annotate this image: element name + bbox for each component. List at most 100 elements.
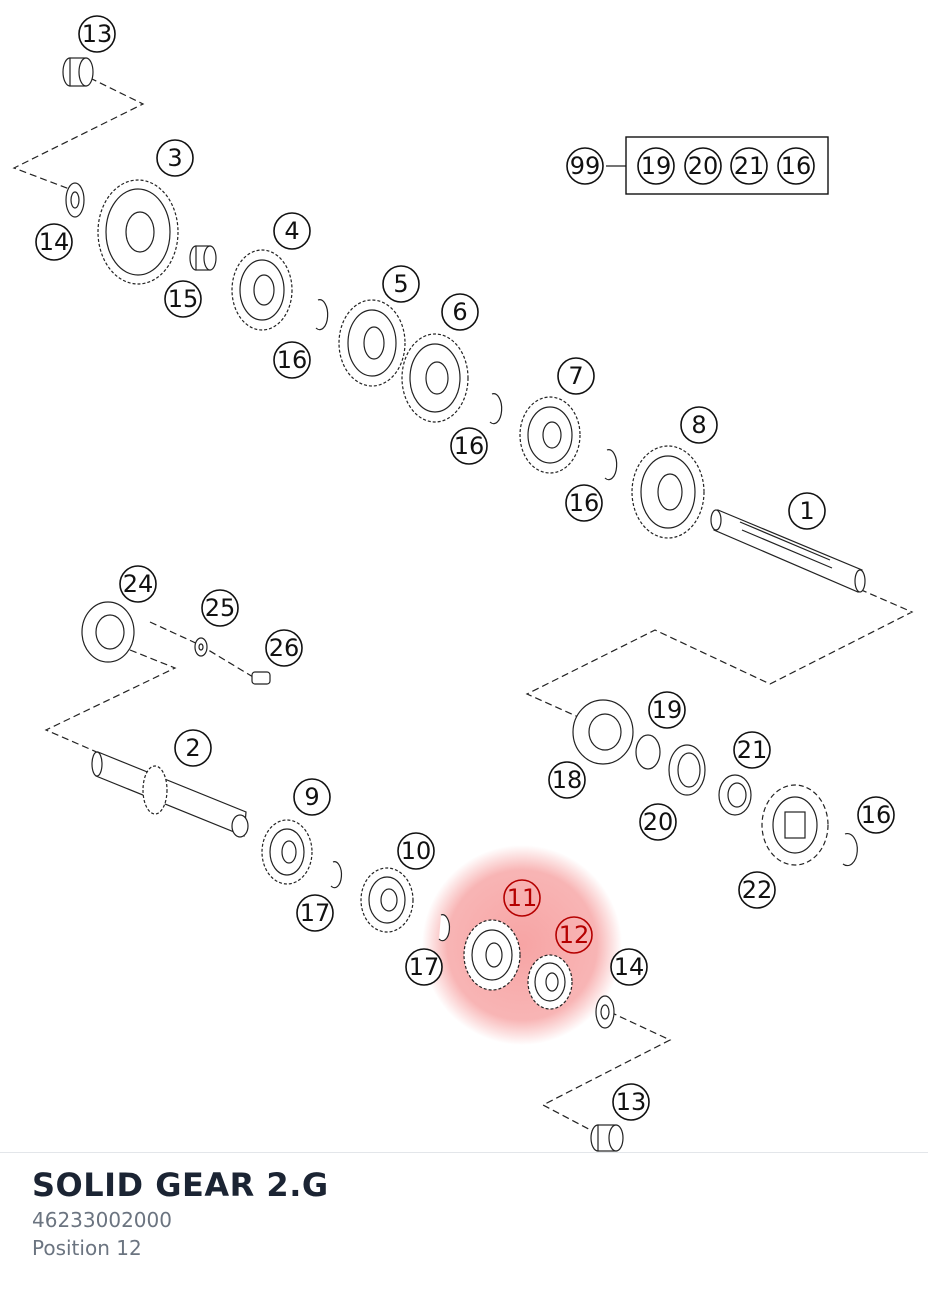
gear-7 (519, 396, 581, 474)
callout-20-kit[interactable]: 20 (684, 147, 722, 185)
svg-text:16: 16 (569, 489, 600, 517)
callout-20[interactable]: 20 (639, 803, 677, 841)
callout-16-d[interactable]: 16 (857, 796, 895, 834)
spacer-21 (718, 774, 752, 816)
circlip-16-c (604, 449, 618, 481)
callout-18[interactable]: 18 (548, 761, 586, 799)
main-shaft-1 (710, 509, 866, 593)
svg-text:5: 5 (393, 270, 408, 298)
callout-5[interactable]: 5 (382, 265, 420, 303)
callout-14-bottom[interactable]: 14 (610, 948, 648, 986)
callout-8[interactable]: 8 (680, 406, 718, 444)
callout-19-kit[interactable]: 19 (637, 147, 675, 185)
svg-text:2: 2 (185, 734, 200, 762)
callout-labels: 99 19 20 21 16 13 3 14 15 4 16 5 6 16 7 … (35, 15, 895, 1121)
svg-text:10: 10 (401, 837, 432, 865)
callout-24[interactable]: 24 (119, 565, 157, 603)
svg-text:13: 13 (616, 1088, 647, 1116)
callout-16-kit[interactable]: 16 (777, 147, 815, 185)
thrust-washer-14-bottom (595, 995, 615, 1029)
washer-25 (194, 637, 208, 657)
svg-text:16: 16 (277, 346, 308, 374)
needle-bearing-13-top (62, 57, 94, 87)
callout-99[interactable]: 99 (566, 147, 604, 185)
o-ring-19 (635, 734, 661, 770)
part-position: Position 12 (32, 1236, 142, 1260)
callout-12[interactable]: 12 (555, 916, 593, 954)
svg-text:19: 19 (641, 152, 672, 180)
ball-bearing-18 (572, 699, 634, 765)
callout-17-a[interactable]: 17 (296, 894, 334, 932)
callout-6[interactable]: 6 (441, 293, 479, 331)
callout-4[interactable]: 4 (273, 212, 311, 250)
svg-text:25: 25 (205, 594, 236, 622)
screw-26 (251, 671, 271, 685)
callout-3[interactable]: 3 (156, 139, 194, 177)
svg-text:4: 4 (284, 217, 299, 245)
svg-text:26: 26 (269, 634, 300, 662)
gear-10 (360, 867, 414, 933)
svg-text:20: 20 (643, 808, 674, 836)
callout-21[interactable]: 21 (733, 731, 771, 769)
svg-text:11: 11 (507, 884, 538, 912)
gear-5 (338, 299, 406, 387)
part-info-panel: SOLID GEAR 2.G 46233002000 Position 12 (32, 1166, 329, 1260)
callout-22[interactable]: 22 (738, 871, 776, 909)
circlip-16-d (842, 832, 858, 867)
svg-text:21: 21 (734, 152, 765, 180)
sprocket-22 (761, 784, 829, 866)
svg-text:18: 18 (552, 766, 583, 794)
part-title: SOLID GEAR 2.G (32, 1166, 329, 1204)
svg-text:16: 16 (861, 801, 892, 829)
ball-bearing-24 (81, 601, 135, 663)
needle-bearing-13-bottom (590, 1124, 624, 1152)
svg-text:6: 6 (452, 298, 467, 326)
callout-26[interactable]: 26 (265, 629, 303, 667)
diagram-canvas: 99 19 20 21 16 13 3 14 15 4 16 5 6 16 7 … (12, 15, 914, 1152)
gear-3 (97, 179, 179, 285)
gear-9 (261, 819, 313, 885)
callout-16-a[interactable]: 16 (273, 341, 311, 379)
callout-15[interactable]: 15 (164, 280, 202, 318)
part-number: 46233002000 (32, 1208, 172, 1232)
svg-text:15: 15 (168, 285, 199, 313)
thrust-washer-14-top (65, 182, 85, 218)
callout-7[interactable]: 7 (557, 357, 595, 395)
callout-25[interactable]: 25 (201, 589, 239, 627)
callout-13-bottom[interactable]: 13 (612, 1083, 650, 1121)
svg-text:3: 3 (167, 144, 182, 172)
svg-text:7: 7 (568, 362, 583, 390)
callout-17-b[interactable]: 17 (405, 948, 443, 986)
highlight-area (422, 845, 622, 1045)
callout-19[interactable]: 19 (648, 691, 686, 729)
callout-16-b[interactable]: 16 (450, 427, 488, 465)
svg-text:99: 99 (570, 152, 601, 180)
callout-10[interactable]: 10 (397, 832, 435, 870)
callout-21-kit[interactable]: 21 (730, 147, 768, 185)
gear-11 (463, 919, 521, 991)
circlip-16-a (315, 299, 329, 331)
svg-text:1: 1 (799, 497, 814, 525)
leader-lines (12, 77, 914, 1136)
callout-2[interactable]: 2 (174, 729, 212, 767)
svg-text:8: 8 (691, 411, 706, 439)
svg-text:21: 21 (737, 736, 768, 764)
svg-text:17: 17 (300, 899, 331, 927)
gear-4 (231, 249, 293, 331)
svg-text:14: 14 (614, 953, 645, 981)
callout-13-top[interactable]: 13 (78, 15, 116, 53)
callout-9[interactable]: 9 (293, 778, 331, 816)
bushing-15 (189, 245, 217, 271)
shaft-seal-20 (668, 744, 706, 796)
gear-6 (401, 333, 469, 423)
svg-text:14: 14 (39, 228, 70, 256)
callout-11[interactable]: 11 (503, 879, 541, 917)
gear-8 (631, 445, 705, 539)
circlip-16-b (489, 393, 503, 425)
callout-14-top[interactable]: 14 (35, 223, 73, 261)
callout-16-c[interactable]: 16 (565, 484, 603, 522)
svg-text:13: 13 (82, 20, 113, 48)
exploded-parts-diagram: 99 19 20 21 16 13 3 14 15 4 16 5 6 16 7 … (12, 15, 914, 1152)
callout-1[interactable]: 1 (788, 492, 826, 530)
svg-text:20: 20 (688, 152, 719, 180)
